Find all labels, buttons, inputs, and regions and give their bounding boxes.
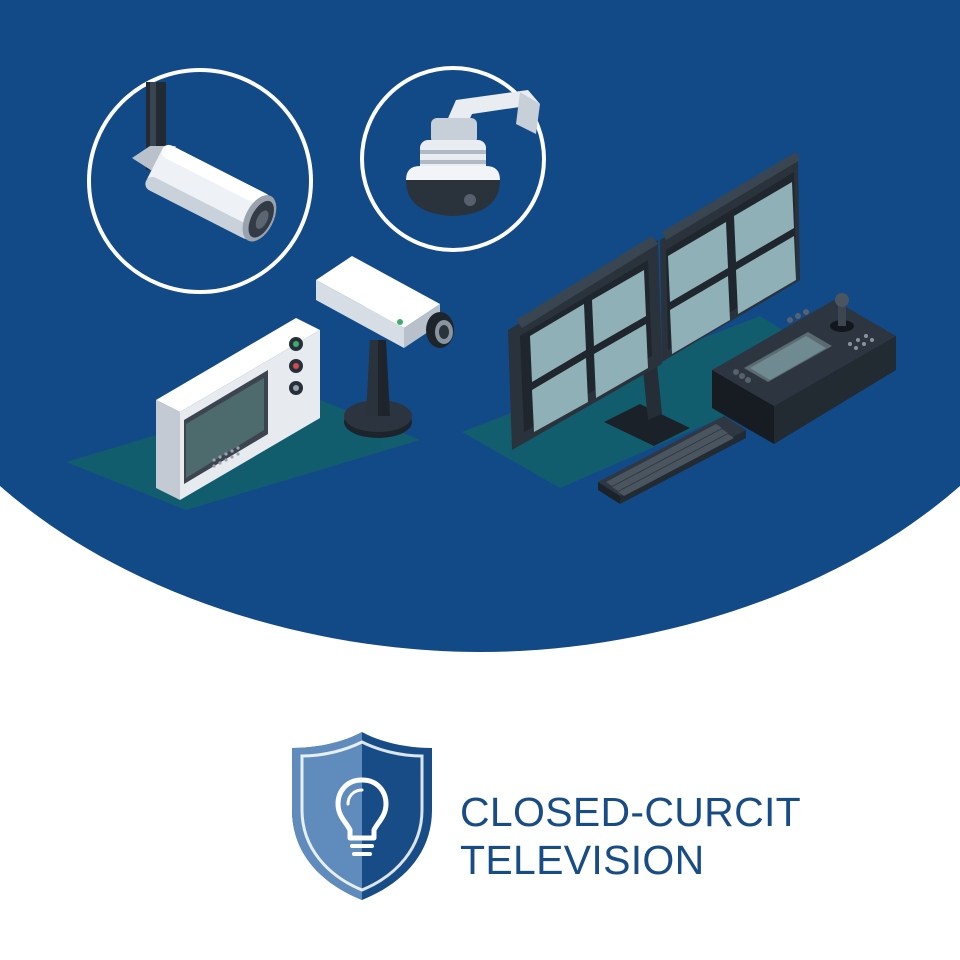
title-block: CLOSED-CURCIT TELEVISION — [460, 788, 940, 884]
title-line-2: TELEVISION — [460, 837, 705, 883]
title-line-1: CLOSED-CURCIT — [460, 789, 802, 835]
monitor-icon-secondary — [660, 152, 800, 362]
dome-camera-icon — [360, 66, 546, 252]
monitor-icon — [508, 236, 690, 450]
intercom-panel-icon — [156, 318, 320, 500]
keyboard-icon — [598, 416, 746, 504]
joystick-controller-icon — [712, 293, 896, 444]
bullet-camera-icon — [87, 68, 313, 294]
shield-lightbulb-icon — [292, 732, 432, 900]
box-camera-icon — [316, 256, 454, 438]
